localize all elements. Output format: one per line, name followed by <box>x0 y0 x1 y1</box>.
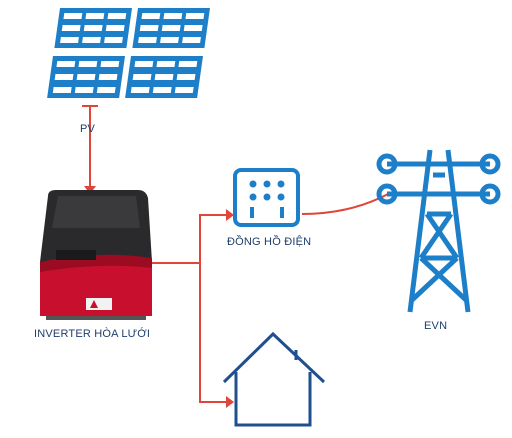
warning-icon <box>90 300 98 308</box>
electric-meter-icon <box>233 168 300 227</box>
inverter-display <box>56 250 96 260</box>
arrow-to-meter <box>226 209 234 221</box>
wire-meter-to-tower <box>301 193 389 215</box>
solar-panel <box>132 8 210 48</box>
inverter-label: INVERTER HÒA LƯỚI <box>34 328 151 340</box>
wire-inverter-to-house <box>199 263 228 403</box>
inverter-base <box>46 316 146 320</box>
inverter-top-highlight <box>52 196 140 228</box>
arrow-to-house <box>226 396 234 408</box>
solar-panel <box>54 8 132 48</box>
inverter-warning-label <box>86 298 112 310</box>
solar-panel-icon <box>47 8 210 98</box>
evn-label: EVN <box>424 320 448 332</box>
solar-panel <box>125 56 203 98</box>
wire-inverter-branch <box>152 214 228 264</box>
house-icon <box>222 331 326 427</box>
inverter-red-front <box>40 262 152 316</box>
solar-panel <box>47 56 125 98</box>
wires <box>82 105 389 403</box>
pv-label: PV <box>80 123 96 135</box>
meter-label: ĐỒNG HỒ ĐIỆN <box>227 236 312 248</box>
power-tower-icon <box>376 149 501 313</box>
inverter-device <box>40 190 152 320</box>
